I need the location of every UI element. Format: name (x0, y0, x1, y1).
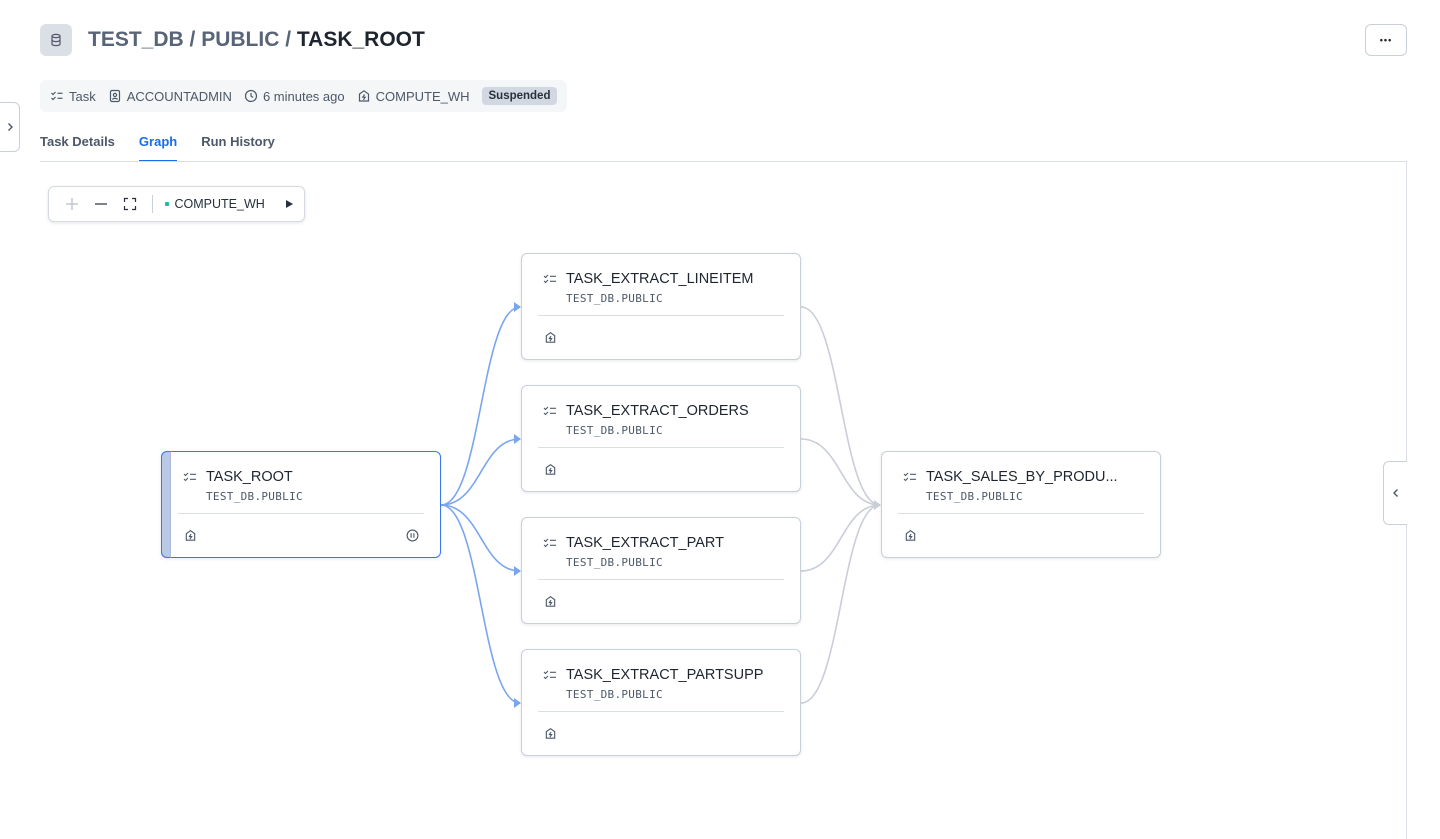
status-badge: Suspended (481, 87, 558, 105)
node-title: TASK_EXTRACT_PART (566, 535, 724, 551)
node-task-extract-orders[interactable]: TASK_EXTRACT_ORDERS TEST_DB.PUBLIC (521, 385, 801, 492)
arrow-orders (514, 434, 521, 444)
edge-partsupp-sales (800, 504, 881, 704)
arrow-lineitem (514, 302, 521, 312)
chevron-right-icon (7, 123, 13, 131)
breadcrumb-separator: / (183, 28, 202, 51)
warehouse-icon (545, 595, 556, 607)
play-icon (286, 200, 294, 208)
warehouse-icon (358, 90, 369, 102)
node-divider (178, 513, 424, 514)
pause-icon[interactable] (406, 529, 419, 542)
node-task-extract-partsupp[interactable]: TASK_EXTRACT_PARTSUPP TEST_DB.PUBLIC (521, 649, 801, 756)
right-panel-toggle[interactable] (1383, 461, 1407, 525)
node-schema: TEST_DB.PUBLIC (926, 490, 1023, 503)
run-button[interactable] (275, 189, 304, 219)
edge-root-part (440, 504, 521, 572)
warehouse-icon (545, 463, 556, 475)
warehouse-icon (185, 529, 196, 541)
fit-view-button[interactable] (115, 189, 144, 219)
node-schema: TEST_DB.PUBLIC (566, 292, 663, 305)
node-task-root[interactable]: TASK_ROOT TEST_DB.PUBLIC (161, 451, 441, 558)
node-schema: TEST_DB.PUBLIC (566, 688, 663, 701)
arrow-part (514, 566, 521, 576)
zoom-in-button[interactable] (57, 189, 86, 219)
node-schema: TEST_DB.PUBLIC (566, 424, 663, 437)
left-panel-toggle[interactable] (0, 102, 20, 152)
warehouse-icon (545, 331, 556, 343)
node-schema: TEST_DB.PUBLIC (206, 490, 303, 503)
more-options-button[interactable]: ••• (1365, 24, 1407, 56)
task-list-icon (51, 91, 63, 101)
node-title: TASK_EXTRACT_ORDERS (566, 403, 749, 419)
node-schema: TEST_DB.PUBLIC (566, 556, 663, 569)
tab-bar: Task Details Graph Run History (40, 128, 275, 162)
task-list-icon (183, 472, 196, 482)
node-title: TASK_SALES_BY_PRODU... (926, 469, 1118, 485)
task-list-icon (903, 472, 916, 482)
tabs-divider (40, 161, 1407, 162)
node-task-sales-by-product[interactable]: TASK_SALES_BY_PRODU... TEST_DB.PUBLIC (881, 451, 1161, 558)
tab-run-history[interactable]: Run History (201, 134, 275, 149)
edge-lineitem-sales (800, 306, 881, 506)
task-list-icon (543, 406, 556, 416)
arrow-sales (874, 500, 881, 510)
meta-updated-label: 6 minutes ago (262, 88, 345, 104)
sales-edges (800, 306, 881, 704)
edge-root-orders (440, 438, 521, 506)
chevron-left-icon (1392, 489, 1398, 497)
node-task-extract-part[interactable]: TASK_EXTRACT_PART TEST_DB.PUBLIC (521, 517, 801, 624)
node-task-extract-lineitem[interactable]: TASK_EXTRACT_LINEITEM TEST_DB.PUBLIC (521, 253, 801, 360)
meta-warehouse: COMPUTE_WH (357, 89, 470, 104)
toolbar-separator (151, 195, 153, 213)
meta-type-label: Task (69, 88, 96, 104)
root-edge-arrows (514, 302, 521, 708)
edge-orders-sales (800, 438, 881, 506)
node-divider (538, 447, 784, 448)
task-list-icon (543, 670, 556, 680)
database-icon-box (40, 24, 72, 56)
breadcrumb-db[interactable]: TEST_DB (88, 28, 184, 51)
root-edges (440, 306, 521, 704)
edge-root-lineitem (440, 306, 521, 506)
fullscreen-icon (123, 197, 137, 211)
meta-warehouse-label: COMPUTE_WH (375, 88, 470, 104)
warehouse-icon (545, 727, 556, 739)
breadcrumb-task: TASK_ROOT (296, 28, 425, 51)
task-list-icon (543, 538, 556, 548)
node-divider (898, 513, 1144, 514)
task-list-icon (543, 274, 556, 284)
node-divider (538, 315, 784, 316)
clock-icon (244, 89, 258, 103)
warehouse-status-dot (164, 202, 169, 206)
zoom-out-button[interactable] (86, 189, 115, 219)
edge-root-partsupp (440, 504, 521, 704)
tab-task-details[interactable]: Task Details (40, 134, 115, 149)
meta-bar: Task ACCOUNTADMIN 6 minutes ago COMPUTE_… (40, 80, 568, 112)
node-title: TASK_EXTRACT_LINEITEM (566, 271, 754, 287)
database-icon (51, 33, 61, 47)
meta-updated: 6 minutes ago (244, 89, 345, 104)
warehouse-icon (905, 529, 916, 541)
arrow-partsupp (514, 698, 521, 708)
plus-icon (65, 198, 78, 210)
meta-type: Task (50, 89, 96, 104)
meta-owner: ACCOUNTADMIN (108, 89, 232, 104)
node-divider (538, 579, 784, 580)
breadcrumb-separator: / (279, 28, 297, 51)
toolbar-warehouse[interactable]: COMPUTE_WH (174, 197, 265, 211)
page-title: TEST_DB / PUBLIC / TASK_ROOT (88, 26, 425, 54)
node-title: TASK_ROOT (206, 469, 293, 485)
edge-part-sales (800, 504, 881, 572)
node-divider (538, 711, 784, 712)
node-title: TASK_EXTRACT_PARTSUPP (566, 667, 764, 683)
minus-icon (94, 203, 107, 205)
meta-owner-label: ACCOUNTADMIN (126, 88, 232, 104)
breadcrumb-schema[interactable]: PUBLIC (201, 28, 280, 51)
ellipsis-icon: ••• (1379, 35, 1393, 45)
graph-toolbar: COMPUTE_WH (48, 186, 305, 222)
user-badge-icon (109, 89, 120, 103)
